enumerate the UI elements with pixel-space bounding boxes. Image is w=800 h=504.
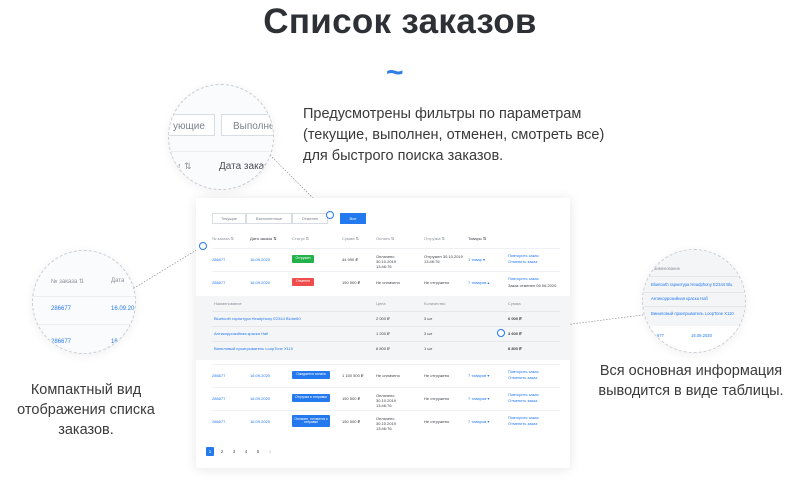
status-badge: Отгрузка в отправки (292, 394, 330, 402)
table-row: 286677 16.09.2020 Ожидается оплата 1 150… (212, 364, 560, 386)
item-link[interactable]: Bluetooth гарнитура Headphony E2344 Bluh… (214, 316, 301, 321)
status-badge: Отменен (292, 278, 314, 286)
next-page-arrow-icon[interactable]: › (269, 449, 271, 454)
repeat-order-link[interactable]: Повторить заказ (508, 392, 539, 397)
status-badge: Отгружен (292, 255, 314, 263)
table-description: Вся основная информация выводится в виде… (598, 363, 784, 399)
order-link[interactable]: 286677 (212, 396, 226, 401)
item-link[interactable]: Антикоррозийная краска Hafi (214, 331, 269, 336)
col-order-date[interactable]: Дата заказа ⇅ (250, 236, 277, 241)
table-row: 286677 16.09.2020 Отгрузка в отправки 15… (212, 387, 560, 409)
cancelled-note: Заказ отменен 05.06.2020 (508, 283, 557, 288)
status-badge: Ожидается оплата (292, 371, 330, 379)
col-sum[interactable]: Сумма ⇅ (342, 236, 360, 241)
page-5[interactable]: 5 (256, 449, 260, 454)
cancel-order-link[interactable]: Отменить заказ (508, 398, 538, 403)
zoom-item-link[interactable]: Bluetooth гарнитура Headphony E2344 Blu (651, 282, 733, 287)
hotspot-dot-filters (326, 211, 334, 219)
table-row: 286677 16.09.2020 Отгружен 44 990 ₽ Опла… (212, 248, 560, 270)
goods-toggle[interactable]: 7 товаров ▾ (468, 396, 490, 401)
zoom-order-link[interactable]: 286677 (51, 306, 72, 312)
status-badge: Оплачен, готовится к отправке (292, 415, 330, 427)
goods-toggle[interactable]: 7 товаров ▾ (468, 373, 490, 378)
zoom-item-link[interactable]: Антикоррозийная краска Hafi (651, 296, 708, 301)
repeat-order-link[interactable]: Повторить заказ (508, 276, 539, 281)
col-payment[interactable]: Оплата ⇅ (376, 236, 395, 241)
repeat-order-link[interactable]: Повторить заказ (508, 369, 539, 374)
zoom-compact: № заказа ⇅ Дата 286677 16.09.20 286677 1… (32, 250, 136, 354)
order-link[interactable]: 286677 (212, 280, 226, 285)
item-row: Bluetooth гарнитура Headphony E2344 Bluh… (212, 311, 560, 323)
repeat-order-link[interactable]: Повторить заказ (508, 253, 539, 258)
item-link[interactable]: Виниловый проигрыватель LoopTone X110 (214, 346, 294, 351)
table-row: 286677 16.09.2020 Оплачен, готовится к о… (212, 410, 560, 432)
filter-cancelled[interactable]: Отменен (292, 213, 328, 224)
table-row: 286677 16.09.2020 Отменен 150 500 ₽ Не о… (212, 271, 560, 293)
page-title: Список заказов (263, 2, 537, 41)
filter-tabs: Текущие Выполненные Отменен Все (212, 213, 366, 224)
order-link[interactable]: 286677 (212, 419, 226, 424)
goods-toggle[interactable]: 7 товаров ▾ (468, 419, 490, 424)
cancel-order-link[interactable]: Отменить заказ (508, 259, 538, 264)
item-row: Виниловый проигрыватель LoopTone X110 8 … (212, 341, 560, 353)
order-link[interactable]: 286677 (212, 257, 226, 262)
zoom-filters: ующие Выполне ↑ ⇅ Дата заказ (168, 84, 274, 190)
pagination: 1 2 3 4 5 › (206, 447, 274, 456)
order-link[interactable]: 286677 (212, 373, 226, 378)
col-order-no[interactable]: № заказа ⇅ (212, 236, 234, 241)
compact-description: Компактный вид отображения списка заказо… (17, 382, 155, 438)
item-row: Антикоррозийная краска Hafi 1 200 ₽ 3 шт… (212, 326, 560, 338)
col-status[interactable]: Статус ⇅ (292, 236, 310, 241)
zoom-table: Наименование Bluetooth гарнитура Headpho… (642, 249, 746, 353)
tilde-decoration: ~ (386, 56, 404, 89)
page-2[interactable]: 2 (220, 449, 224, 454)
repeat-order-link[interactable]: Повторить заказ (508, 415, 539, 420)
order-items-subtable: Наименование Цена Количество Сумма Bluet… (196, 296, 570, 360)
col-shipment[interactable]: Отгрузка ⇅ (424, 236, 445, 241)
hotspot-dot-table (497, 329, 505, 337)
cancel-order-link[interactable]: Отменить заказ (508, 421, 538, 426)
page-1[interactable]: 1 (206, 447, 214, 456)
goods-toggle[interactable]: 1 товар ▾ (468, 257, 485, 262)
filter-current[interactable]: Текущие (212, 213, 246, 224)
orders-screenshot: Текущие Выполненные Отменен Все № заказа… (196, 198, 570, 468)
filter-done[interactable]: Выполненные (246, 213, 292, 224)
filters-description: Предусмотрены фильтры по параметрам (тек… (303, 106, 605, 164)
zoom-order-link[interactable]: 677 (657, 333, 664, 338)
hotspot-dot-compact (199, 242, 207, 250)
goods-toggle[interactable]: 7 товаров ▴ (468, 280, 490, 285)
page-4[interactable]: 4 (244, 449, 248, 454)
zoom-item-link[interactable]: Виниловый проигрыватель LoopTone X110 (651, 311, 734, 316)
table-header: № заказа ⇅ Дата заказа ⇅ Статус ⇅ Сумма … (212, 236, 560, 244)
filter-all[interactable]: Все (340, 213, 366, 224)
zoom-order-link[interactable]: 286677 (51, 339, 72, 345)
page-3[interactable]: 3 (232, 449, 236, 454)
cancel-order-link[interactable]: Отменить заказ (508, 375, 538, 380)
col-goods[interactable]: Товары ⇅ (468, 236, 487, 241)
